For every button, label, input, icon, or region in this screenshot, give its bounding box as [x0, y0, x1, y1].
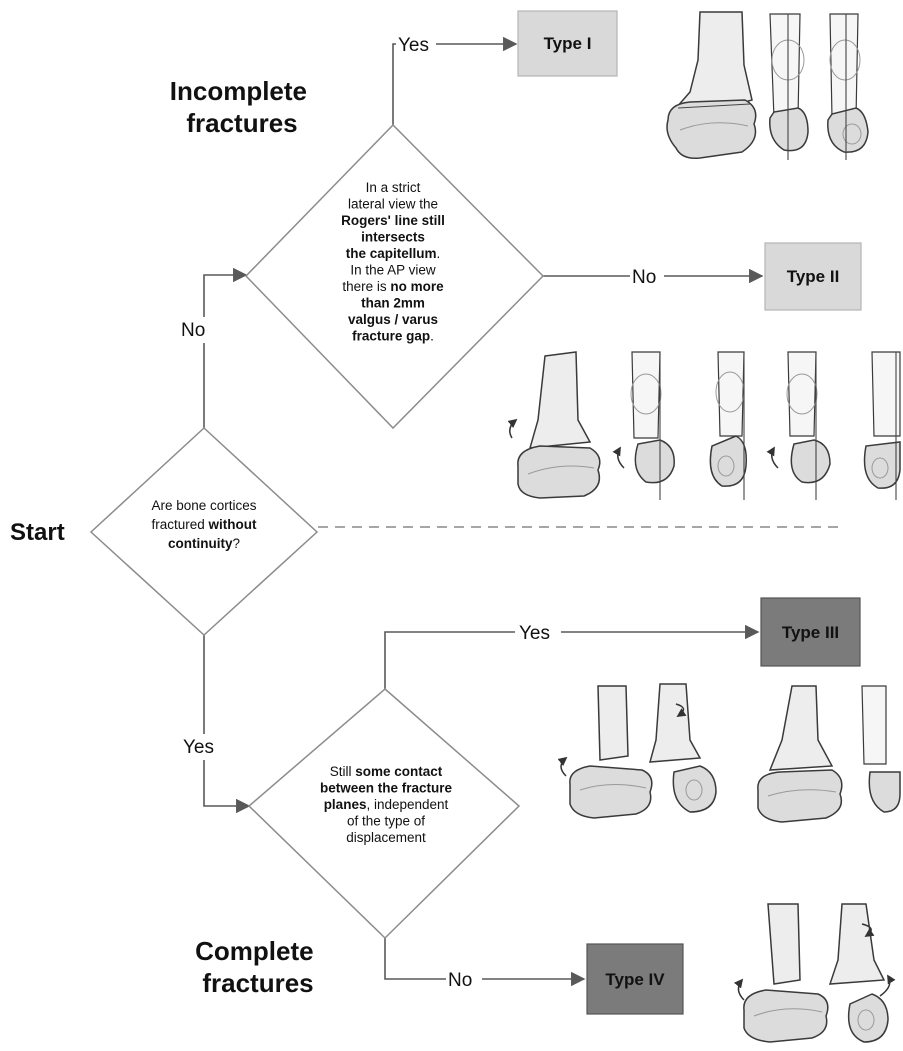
decision-q2-segment: In the AP view	[350, 263, 436, 278]
type3-bone-illustrations	[561, 684, 900, 822]
decision-q1-segment: fractured	[151, 517, 208, 532]
type2-ap-elbow	[510, 352, 600, 498]
decision-q3-segment: displacement	[346, 830, 426, 845]
decision-q3-segment: some contact	[355, 764, 443, 779]
type1-lateral-view-b	[828, 14, 868, 160]
decision-q2-segment: fracture gap	[352, 329, 430, 344]
type3-label: Type III	[782, 623, 839, 642]
yes-label-type1: Yes	[398, 35, 429, 56]
type4-bone-illustrations	[738, 904, 889, 1042]
decision-q1-segment: continuity	[168, 536, 233, 551]
no-label-type4: No	[448, 970, 472, 991]
type3-ap-elbow-a	[561, 686, 652, 818]
type3-ap-elbow-b	[758, 686, 842, 822]
decision-q3-segment: of the type of	[347, 814, 425, 829]
type1-bone-illustrations	[667, 12, 868, 160]
no-label-q2: No	[181, 320, 205, 341]
decision-q2-segment: .	[430, 329, 434, 344]
type1-label: Type I	[544, 34, 592, 53]
decision-q1-segment: without	[208, 517, 257, 532]
decision-q2-segment: lateral view the	[348, 197, 438, 212]
type2-lateral-view-a	[618, 352, 674, 500]
decision-q2-segment: no more	[390, 279, 444, 294]
decision-q2-segment: the capitellum	[346, 246, 437, 261]
type2-lateral-view-c	[772, 352, 830, 500]
complete-heading: Complete fractures	[195, 936, 321, 998]
type4-lateral	[830, 904, 890, 1042]
type3-lateral-a	[650, 684, 716, 812]
yes-label-q3: Yes	[183, 737, 214, 758]
incomplete-heading: Incomplete fractures	[170, 76, 314, 138]
decision-q2-segment: there is	[342, 279, 390, 294]
type1-lateral-view-a	[770, 14, 808, 160]
decision-q2-segment: valgus / varus	[348, 312, 438, 327]
q2-to-type1-connector	[393, 44, 516, 125]
decision-q2-segment: than 2mm	[361, 296, 425, 311]
type4-label: Type IV	[605, 970, 665, 989]
decision-q2-segment: intersects	[361, 230, 425, 245]
type4-ap-elbow	[738, 904, 827, 1042]
q1-to-q2-connector	[204, 275, 246, 428]
decision-q1-segment: Are bone cortices	[151, 498, 256, 513]
q3-to-type4-connector	[385, 938, 584, 979]
type2-label: Type II	[787, 267, 840, 286]
q1-to-q3-connector	[204, 635, 249, 806]
no-label-type2: No	[632, 267, 656, 288]
type2-lateral-view-b	[710, 352, 746, 500]
type2-bone-illustrations	[510, 352, 900, 500]
type3-lateral-b	[862, 686, 900, 812]
type2-lateral-view-d	[865, 352, 901, 500]
decision-q3-segment: planes	[324, 797, 367, 812]
decision-q1-segment: ?	[232, 536, 240, 551]
decision-q3-segment: between the fracture	[320, 781, 453, 796]
yes-label-type3: Yes	[519, 623, 550, 644]
decision-q3-segment: Still	[330, 764, 356, 779]
q3-to-type3-connector	[385, 632, 758, 689]
decision-q3-segment: , independent	[366, 797, 448, 812]
decision-q2-segment: .	[437, 246, 441, 261]
decision-q2-segment: Rogers' line still	[341, 213, 445, 228]
decision-q2-segment: In a strict	[366, 180, 421, 195]
type1-ap-elbow	[667, 12, 756, 158]
start-label: Start	[10, 519, 65, 546]
